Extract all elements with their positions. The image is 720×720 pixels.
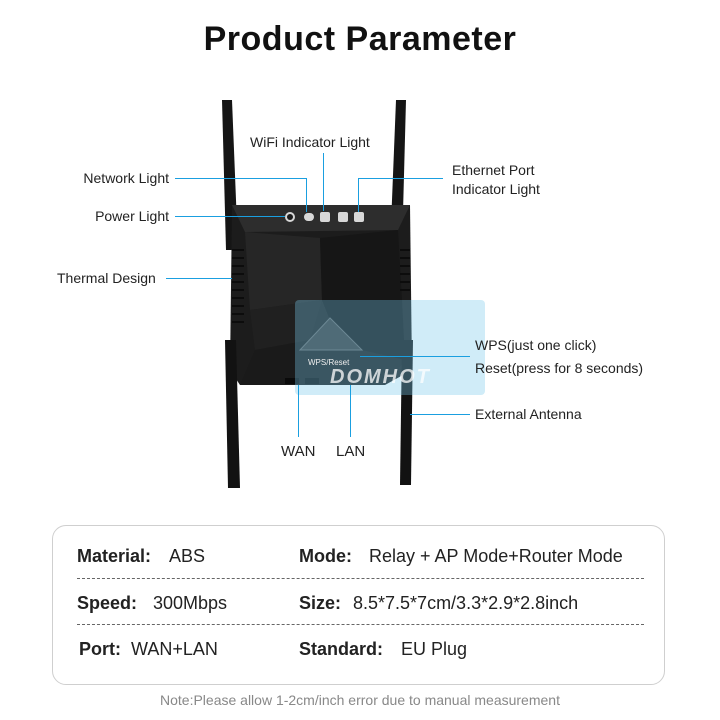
network-light-line <box>175 178 307 179</box>
measurement-note: Note:Please allow 1-2cm/inch error due t… <box>160 692 560 708</box>
wan-line <box>298 385 299 437</box>
wps-label: WPS(just one click) <box>475 337 597 353</box>
lan-label: LAN <box>336 443 366 460</box>
ethernet-light-icon-2 <box>354 212 364 222</box>
lan-line <box>350 385 351 437</box>
network-light-label: Network Light <box>83 170 169 186</box>
material-value: ABS <box>169 546 206 566</box>
router-image <box>222 100 413 488</box>
wps-button-label: WPS/Reset <box>308 358 350 367</box>
wifi-indicator-label: WiFi Indicator Light <box>250 134 370 150</box>
thermal-design-label: Thermal Design <box>57 270 156 286</box>
spec-table: Material: ABS Mode: Relay + AP Mode+Rout… <box>52 525 665 685</box>
mode-key: Mode: <box>299 546 352 566</box>
power-light-label: Power Light <box>95 208 169 224</box>
spec-row-1: Material: ABS Mode: Relay + AP Mode+Rout… <box>77 546 644 570</box>
wan-label: WAN <box>281 443 316 460</box>
standard-value: EU Plug <box>401 639 468 659</box>
spec-row-3: Port: WAN+LAN Standard: EU Plug <box>77 639 644 663</box>
wifi-indicator-line <box>323 153 324 211</box>
reset-label: Reset(press for 8 seconds) <box>475 360 644 376</box>
speed-key: Speed: <box>77 593 138 613</box>
watermark-text: DOMHOT <box>330 366 431 388</box>
wifi-light-icon <box>320 212 330 222</box>
divider <box>77 578 644 579</box>
thermal-design-line <box>166 278 232 279</box>
page-title: Product Parameter <box>203 20 517 58</box>
speed-value: 300Mbps <box>153 593 228 613</box>
antenna-bottom-right <box>400 340 413 485</box>
spec-row-2: Speed: 300Mbps Size: 8.5*7.5*7cm/3.3*2.9… <box>77 593 644 617</box>
ethernet-indicator-label: Indicator Light <box>452 181 540 197</box>
port-key: Port: <box>79 639 121 659</box>
external-antenna-label: External Antenna <box>475 406 582 422</box>
mode-value: Relay + AP Mode+Router Mode <box>369 546 623 566</box>
network-light-icon <box>304 213 314 221</box>
power-light-line <box>175 216 285 217</box>
antenna-line <box>410 414 470 415</box>
standard-key: Standard: <box>299 639 384 659</box>
material-key: Material: <box>77 546 152 566</box>
watermark <box>295 300 485 395</box>
ethernet-port-label: Ethernet Port <box>452 162 535 178</box>
antenna-bottom-left <box>225 340 240 488</box>
port-value: WAN+LAN <box>131 639 218 659</box>
wps-reset-button <box>298 317 364 351</box>
size-value: 8.5*7.5*7cm/3.3*2.9*2.8inch <box>353 593 579 613</box>
ethernet-light-icon-1 <box>338 212 348 222</box>
divider <box>77 624 644 625</box>
ethernet-port-line <box>358 178 443 179</box>
size-key: Size: <box>299 593 342 613</box>
wps-line <box>360 356 470 357</box>
